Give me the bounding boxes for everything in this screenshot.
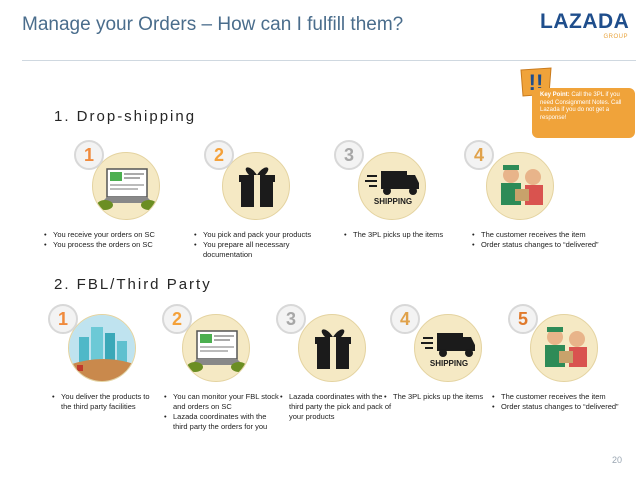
laptop-monitor-icon bbox=[187, 330, 247, 372]
shipping-truck-icon bbox=[421, 333, 475, 357]
step-pack-circle bbox=[298, 314, 366, 382]
step-badge: 4 bbox=[390, 304, 420, 334]
step-badge: 2 bbox=[204, 140, 234, 170]
step-shipping-circle: SHIPPING bbox=[414, 314, 482, 382]
step-badge: 1 bbox=[74, 140, 104, 170]
key-point-label: Key Point: bbox=[540, 92, 570, 98]
step-description: You receive your orders on SC You proces… bbox=[44, 230, 184, 250]
customer-delivery-icon bbox=[545, 327, 587, 367]
bullet-item: Lazada coordinates with the third party … bbox=[164, 412, 282, 432]
bullet-item: The 3PL picks up the items bbox=[344, 230, 464, 240]
section-heading-drop-shipping: 1. Drop-shipping bbox=[54, 108, 197, 125]
bullet-item: Order status changes to “delivered” bbox=[472, 240, 608, 250]
bullet-item: You prepare all necessary documentation bbox=[194, 240, 334, 260]
step-deliver-circle bbox=[68, 314, 136, 382]
key-point-text: Call the 3PL if you need Consignment Not… bbox=[540, 92, 622, 121]
step-customer-circle bbox=[486, 152, 554, 220]
bullet-item: The customer receives the item bbox=[492, 392, 628, 402]
logo-sub: GROUP bbox=[603, 34, 628, 40]
logo-name: LAZADA bbox=[540, 10, 630, 33]
bullet-item: You process the orders on SC bbox=[44, 240, 184, 250]
step-badge: 4 bbox=[464, 140, 494, 170]
gift-box-icon bbox=[315, 329, 351, 369]
step-orders-circle bbox=[92, 152, 160, 220]
key-point-callout: Key Point: Call the 3PL if you need Cons… bbox=[532, 88, 635, 138]
step-badge: 3 bbox=[276, 304, 306, 334]
bullet-item: You can monitor your FBL stock and order… bbox=[164, 392, 282, 412]
step-shipping-circle: SHIPPING bbox=[358, 152, 426, 220]
section-heading-fbl-third-party: 2. FBL/Third Party bbox=[54, 276, 212, 293]
title-divider bbox=[22, 60, 636, 61]
step-description: You can monitor your FBL stock and order… bbox=[164, 392, 282, 432]
bullet-item: The customer receives the item bbox=[472, 230, 608, 240]
laptop-orders-icon bbox=[97, 168, 157, 210]
bullet-item: Lazada coordinates with the third party … bbox=[280, 392, 392, 422]
step-description: You deliver the products to the third pa… bbox=[52, 392, 162, 412]
step-badge: 3 bbox=[334, 140, 364, 170]
step-monitor-circle bbox=[182, 314, 250, 382]
shipping-label: SHIPPING bbox=[429, 359, 469, 368]
bullet-item: You pick and pack your products bbox=[194, 230, 334, 240]
step-pack-circle bbox=[222, 152, 290, 220]
step-description: The customer receives the item Order sta… bbox=[492, 392, 628, 412]
step-description: You pick and pack your products You prep… bbox=[194, 230, 334, 260]
gift-box-icon bbox=[239, 167, 275, 207]
bullet-item: Order status changes to “delivered” bbox=[492, 402, 628, 412]
step-badge: 5 bbox=[508, 304, 538, 334]
page-number: 20 bbox=[611, 455, 622, 465]
step-badge: 2 bbox=[162, 304, 192, 334]
step-description: The 3PL picks up the items bbox=[344, 230, 464, 240]
city-buildings-icon bbox=[69, 315, 135, 381]
bullet-item: You deliver the products to the third pa… bbox=[52, 392, 162, 412]
step-badge: 1 bbox=[48, 304, 78, 334]
step-description: The customer receives the item Order sta… bbox=[472, 230, 608, 250]
shipping-truck-icon bbox=[365, 171, 419, 195]
bullet-item: You receive your orders on SC bbox=[44, 230, 184, 240]
bullet-item: The 3PL picks up the items bbox=[384, 392, 496, 402]
page-title: Manage your Orders – How can I fulfill t… bbox=[22, 14, 404, 35]
lazada-logo: LAZADA GROUP bbox=[540, 8, 632, 46]
step-description: Lazada coordinates with the third party … bbox=[280, 392, 392, 422]
customer-delivery-icon bbox=[501, 165, 543, 205]
step-description: The 3PL picks up the items bbox=[384, 392, 496, 402]
shipping-label: SHIPPING bbox=[373, 197, 413, 206]
step-customer-circle bbox=[530, 314, 598, 382]
